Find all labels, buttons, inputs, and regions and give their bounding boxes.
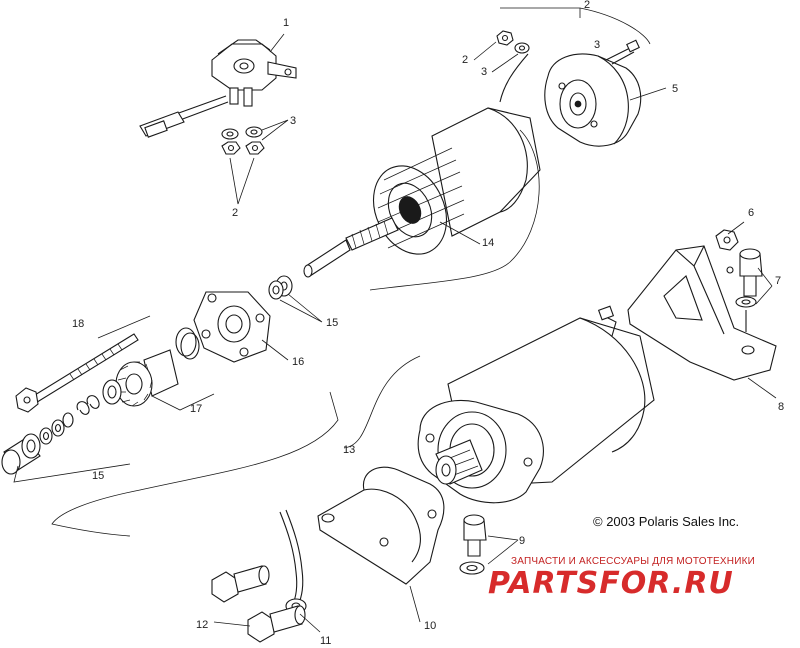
watermark-subtitle: ЗАПЧАСТИ И АКСЕССУАРЫ ДЛЯ МОТОТЕХНИКИ [511, 556, 756, 567]
cap-screws [211, 565, 306, 643]
callout-3-endcap: 3 [481, 66, 488, 78]
watermark-brand-logo: PARTSFOR.RU [488, 566, 734, 601]
lower-bracket-hardware [459, 514, 487, 575]
through-bolt [15, 333, 139, 413]
mounting-bracket-lower [317, 466, 445, 585]
callout-8: 8 [778, 401, 785, 413]
callout-9: 9 [519, 535, 526, 547]
callout-2-top: 2 [584, 0, 591, 11]
callout-6: 6 [748, 207, 755, 219]
callout-11: 11 [320, 635, 332, 647]
callout-15-upper: 15 [326, 317, 339, 329]
armature-washers [268, 275, 293, 300]
callout-15-lower: 15 [92, 470, 105, 482]
callout-3-solenoid: 3 [290, 115, 297, 127]
bracket-hardware [715, 229, 763, 332]
starter-motor [417, 305, 655, 504]
drive-end-plate [175, 291, 271, 363]
callout-16: 16 [292, 356, 305, 368]
callout-3-top: 3 [594, 39, 601, 51]
drive-gear [76, 349, 179, 415]
callout-14: 14 [482, 237, 495, 249]
leader-lines [13, 7, 777, 633]
callout-10: 10 [424, 620, 437, 632]
callout-2-endcap: 2 [462, 54, 469, 66]
bushing-and-rings [1, 412, 74, 475]
end-cap [544, 39, 642, 147]
battery-cable [279, 509, 307, 614]
callout-5: 5 [672, 83, 679, 95]
solenoid-hardware [221, 126, 265, 155]
mounting-bracket-upper [627, 245, 777, 381]
callout-17: 17 [190, 403, 203, 415]
callout-12: 12 [196, 619, 209, 631]
callout-7: 7 [775, 275, 782, 287]
copyright-notice: © 2003 Polaris Sales Inc. [593, 514, 740, 529]
callout-13: 13 [343, 444, 356, 456]
solenoid-switch [139, 39, 297, 138]
end-cap-hardware [496, 30, 530, 103]
callout-1: 1 [283, 17, 290, 29]
callout-2-solenoid: 2 [232, 207, 239, 219]
callout-18: 18 [72, 318, 85, 330]
armature [303, 107, 541, 278]
